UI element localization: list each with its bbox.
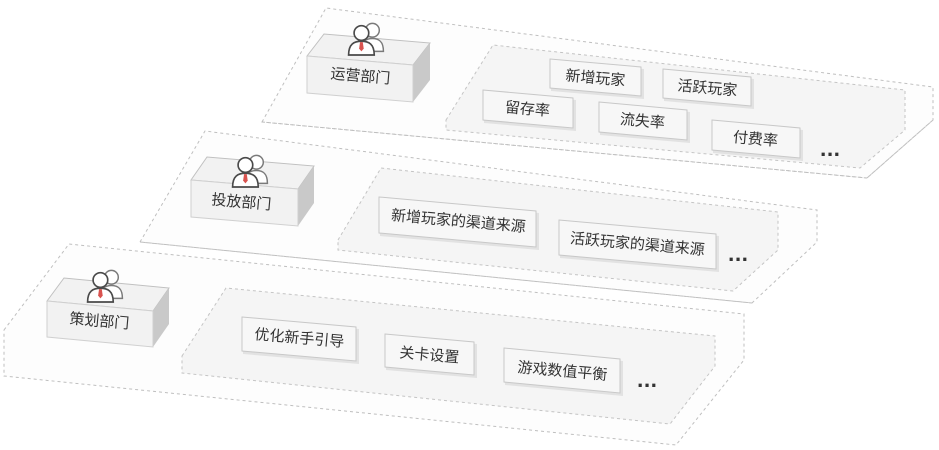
dept-label-advertising: 投放部门	[211, 190, 272, 213]
dept-box-planning: 策划部门	[46, 269, 170, 348]
layer-advertising: 投放部门 新增玩家的渠道来源 活跃玩家的渠道来源 ...	[139, 130, 818, 304]
metric-label: 活跃玩家	[677, 76, 738, 99]
metric-card-payment: 付费率	[711, 119, 803, 161]
metric-card-active-player-channel: 活跃玩家的渠道来源	[558, 219, 719, 272]
dept-box-advertising: 投放部门	[190, 154, 315, 227]
layer-operations: 运营部门 新增玩家 活跃玩家 留存率 流失率 付费率 ...	[261, 7, 934, 179]
metric-card-level-design: 关卡设置	[384, 333, 477, 378]
metric-card-retention: 留存率	[482, 89, 576, 131]
dept-box-operations: 运营部门	[306, 22, 431, 103]
metric-card-new-players: 新增玩家	[549, 58, 644, 99]
metric-card-active-players: 活跃玩家	[662, 68, 754, 109]
metric-label: 留存率	[504, 98, 550, 120]
metric-card-new-player-channel: 新增玩家的渠道来源	[378, 196, 539, 250]
metric-card-balance: 游戏数值平衡	[503, 347, 623, 396]
metric-label: 新增玩家	[565, 66, 626, 89]
layer-planning: 策划部门 优化新手引导 关卡设置 游戏数值平衡 ...	[3, 243, 745, 446]
more-ellipsis-operations: ...	[820, 140, 841, 161]
metric-label: 关卡设置	[399, 343, 460, 366]
metric-card-churn: 流失率	[598, 101, 690, 143]
metric-card-onboarding: 优化新手引导	[241, 316, 359, 364]
dept-label-planning: 策划部门	[69, 309, 130, 332]
metric-label: 流失率	[619, 110, 665, 132]
more-ellipsis-advertising: ...	[728, 245, 749, 266]
dept-label-operations: 运营部门	[330, 64, 391, 87]
more-ellipsis-planning: ...	[637, 371, 658, 392]
metric-label: 付费率	[732, 128, 778, 150]
